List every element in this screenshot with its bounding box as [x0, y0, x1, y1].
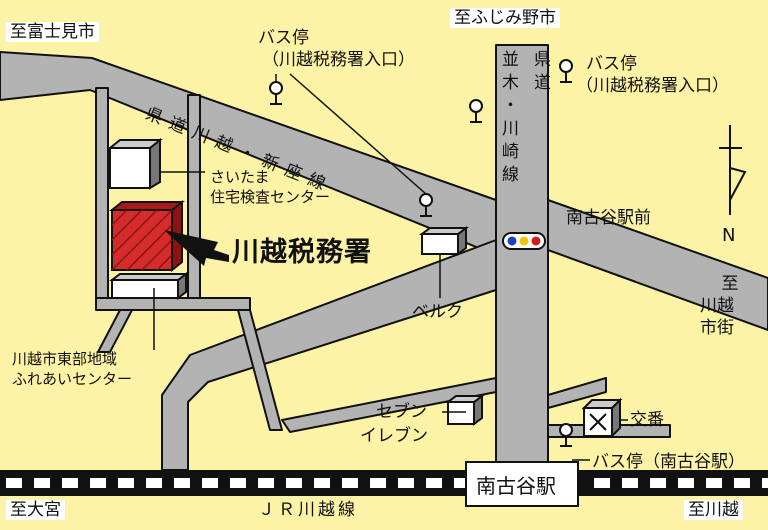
railway-label: ＪＲ川越線	[258, 500, 358, 520]
bus-stop-icon	[559, 423, 573, 447]
railway-tie	[146, 478, 162, 488]
railway-tie	[90, 478, 106, 488]
police-box-icon	[581, 397, 623, 439]
traffic-signal-icon	[502, 232, 546, 250]
bus-stop-left-label-2: （川越税務署入口）	[262, 50, 415, 70]
railway-tie	[594, 478, 610, 488]
railway-tie	[342, 478, 358, 488]
road-left-connector	[97, 309, 133, 353]
road-to-kawagoe-city	[547, 199, 768, 331]
station-label: 南古谷駅	[476, 474, 556, 498]
railway-tie	[174, 478, 190, 488]
road-label-namiki-col2: 並木・川崎線	[498, 50, 518, 188]
tax-office-pointer-arrow	[164, 230, 229, 266]
seven-eleven-label-2: イレブン	[360, 426, 428, 446]
direction-fujimi: 至富士見市	[6, 22, 99, 42]
tax-office-hatching	[111, 209, 173, 271]
railway-tie	[6, 478, 22, 488]
road-small-connector	[237, 309, 283, 431]
belc-building	[421, 233, 459, 255]
direction-kawagoe-city-3: 市街	[700, 318, 734, 338]
road-small-horizontal	[95, 297, 251, 311]
station-building	[465, 461, 579, 507]
north-arrow-icon	[719, 125, 747, 215]
railway-tie	[650, 478, 666, 488]
railway-tie	[454, 478, 470, 488]
bus-stop-right-label-1: バス停	[586, 54, 637, 74]
road-lower-right	[281, 377, 497, 433]
railway-tie	[202, 478, 218, 488]
railway-tie	[230, 478, 246, 488]
housing-center-top	[107, 139, 163, 149]
tax-office-top	[109, 201, 185, 211]
leader-lines	[153, 73, 628, 461]
direction-kawagoe-city-2: 川越	[700, 296, 734, 316]
road-lower-far-right	[547, 377, 607, 409]
road-left-vertical	[95, 87, 109, 306]
housing-center-building	[109, 147, 151, 189]
police-box-label: 交番	[630, 410, 664, 430]
railway-ties	[6, 478, 768, 488]
railway-tie	[426, 478, 442, 488]
direction-kawagoe-city-1: 至	[721, 274, 739, 294]
intersection-label: 南古谷駅前	[566, 208, 651, 228]
community-center-building	[111, 279, 179, 299]
railway-tie	[706, 478, 722, 488]
community-center-label-2: ふれあいセンター	[12, 370, 133, 388]
bus-stop-station-label: バス停（南古谷駅）	[592, 452, 745, 472]
road-lower-diagonal	[161, 239, 497, 471]
railway	[0, 470, 768, 496]
railway-tie	[398, 478, 414, 488]
road-label-namiki-col1: 県道	[530, 50, 550, 96]
north-label: N	[722, 225, 736, 246]
railway-tie	[370, 478, 386, 488]
direction-kawagoe: 至川越	[684, 500, 743, 520]
community-center-label-1: 川越市東部地域	[12, 350, 118, 368]
housing-center-label-2: 住宅検査センター	[210, 188, 331, 206]
bus-stop-right-label-2: （川越税務署入口）	[576, 76, 729, 96]
seven-eleven-building	[447, 401, 475, 425]
railway-tie	[118, 478, 134, 488]
bus-stop-icons	[269, 59, 573, 447]
railway-tie	[314, 478, 330, 488]
railway-tie	[62, 478, 78, 488]
railway-tie	[286, 478, 302, 488]
bus-stop-icon	[269, 81, 283, 105]
housing-center-label-1: さいたま	[210, 168, 270, 186]
railway-tie	[258, 478, 274, 488]
bus-stop-icon	[469, 99, 483, 123]
bus-stop-left-label-1: バス停	[258, 28, 309, 48]
direction-fujimino: 至ふじみ野市	[450, 8, 560, 28]
railway-tie	[678, 478, 694, 488]
railway-tie	[622, 478, 638, 488]
direction-omiya: 至大宮	[6, 500, 65, 520]
bus-stop-icon	[559, 59, 573, 83]
seven-eleven-label-1: セブン	[376, 402, 427, 422]
belc-label: ベルク	[412, 302, 463, 322]
railway-tie	[34, 478, 50, 488]
railway-tie	[734, 478, 750, 488]
tax-office-label: 川越税務署	[232, 237, 372, 268]
railway-tie	[762, 478, 768, 488]
